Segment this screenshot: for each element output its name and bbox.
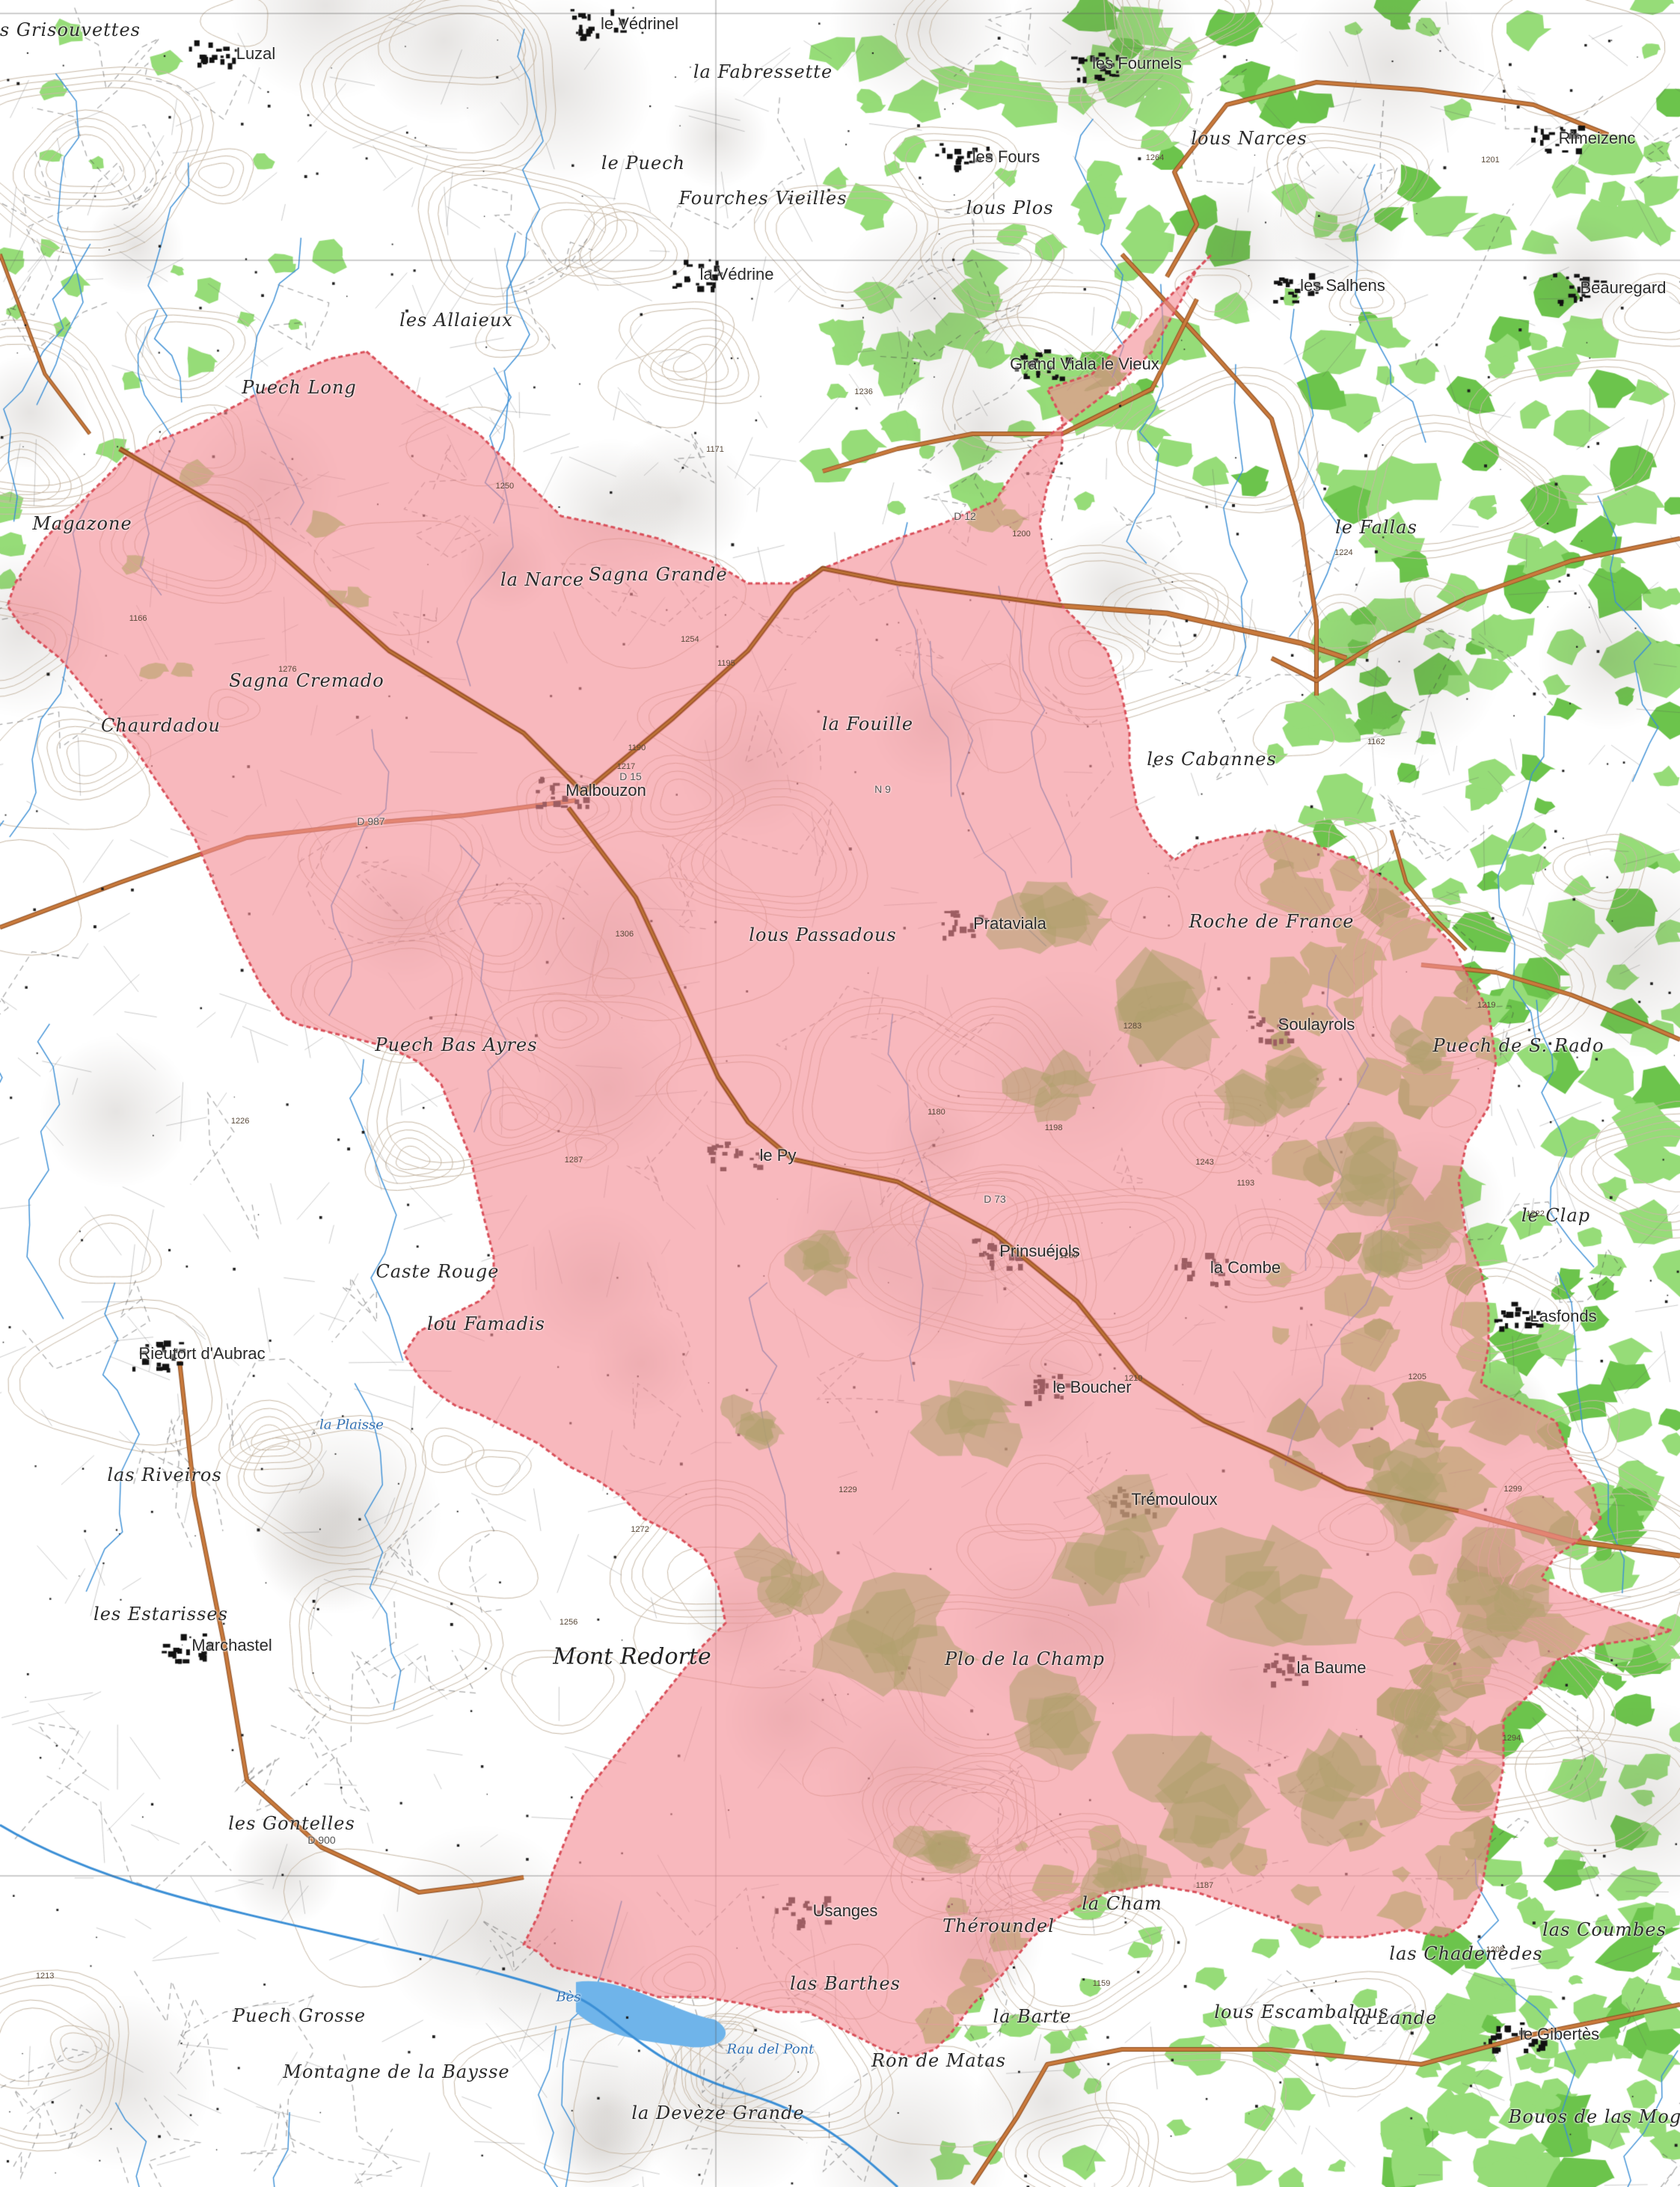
topographic-map-canvas[interactable] [0, 0, 1680, 2187]
